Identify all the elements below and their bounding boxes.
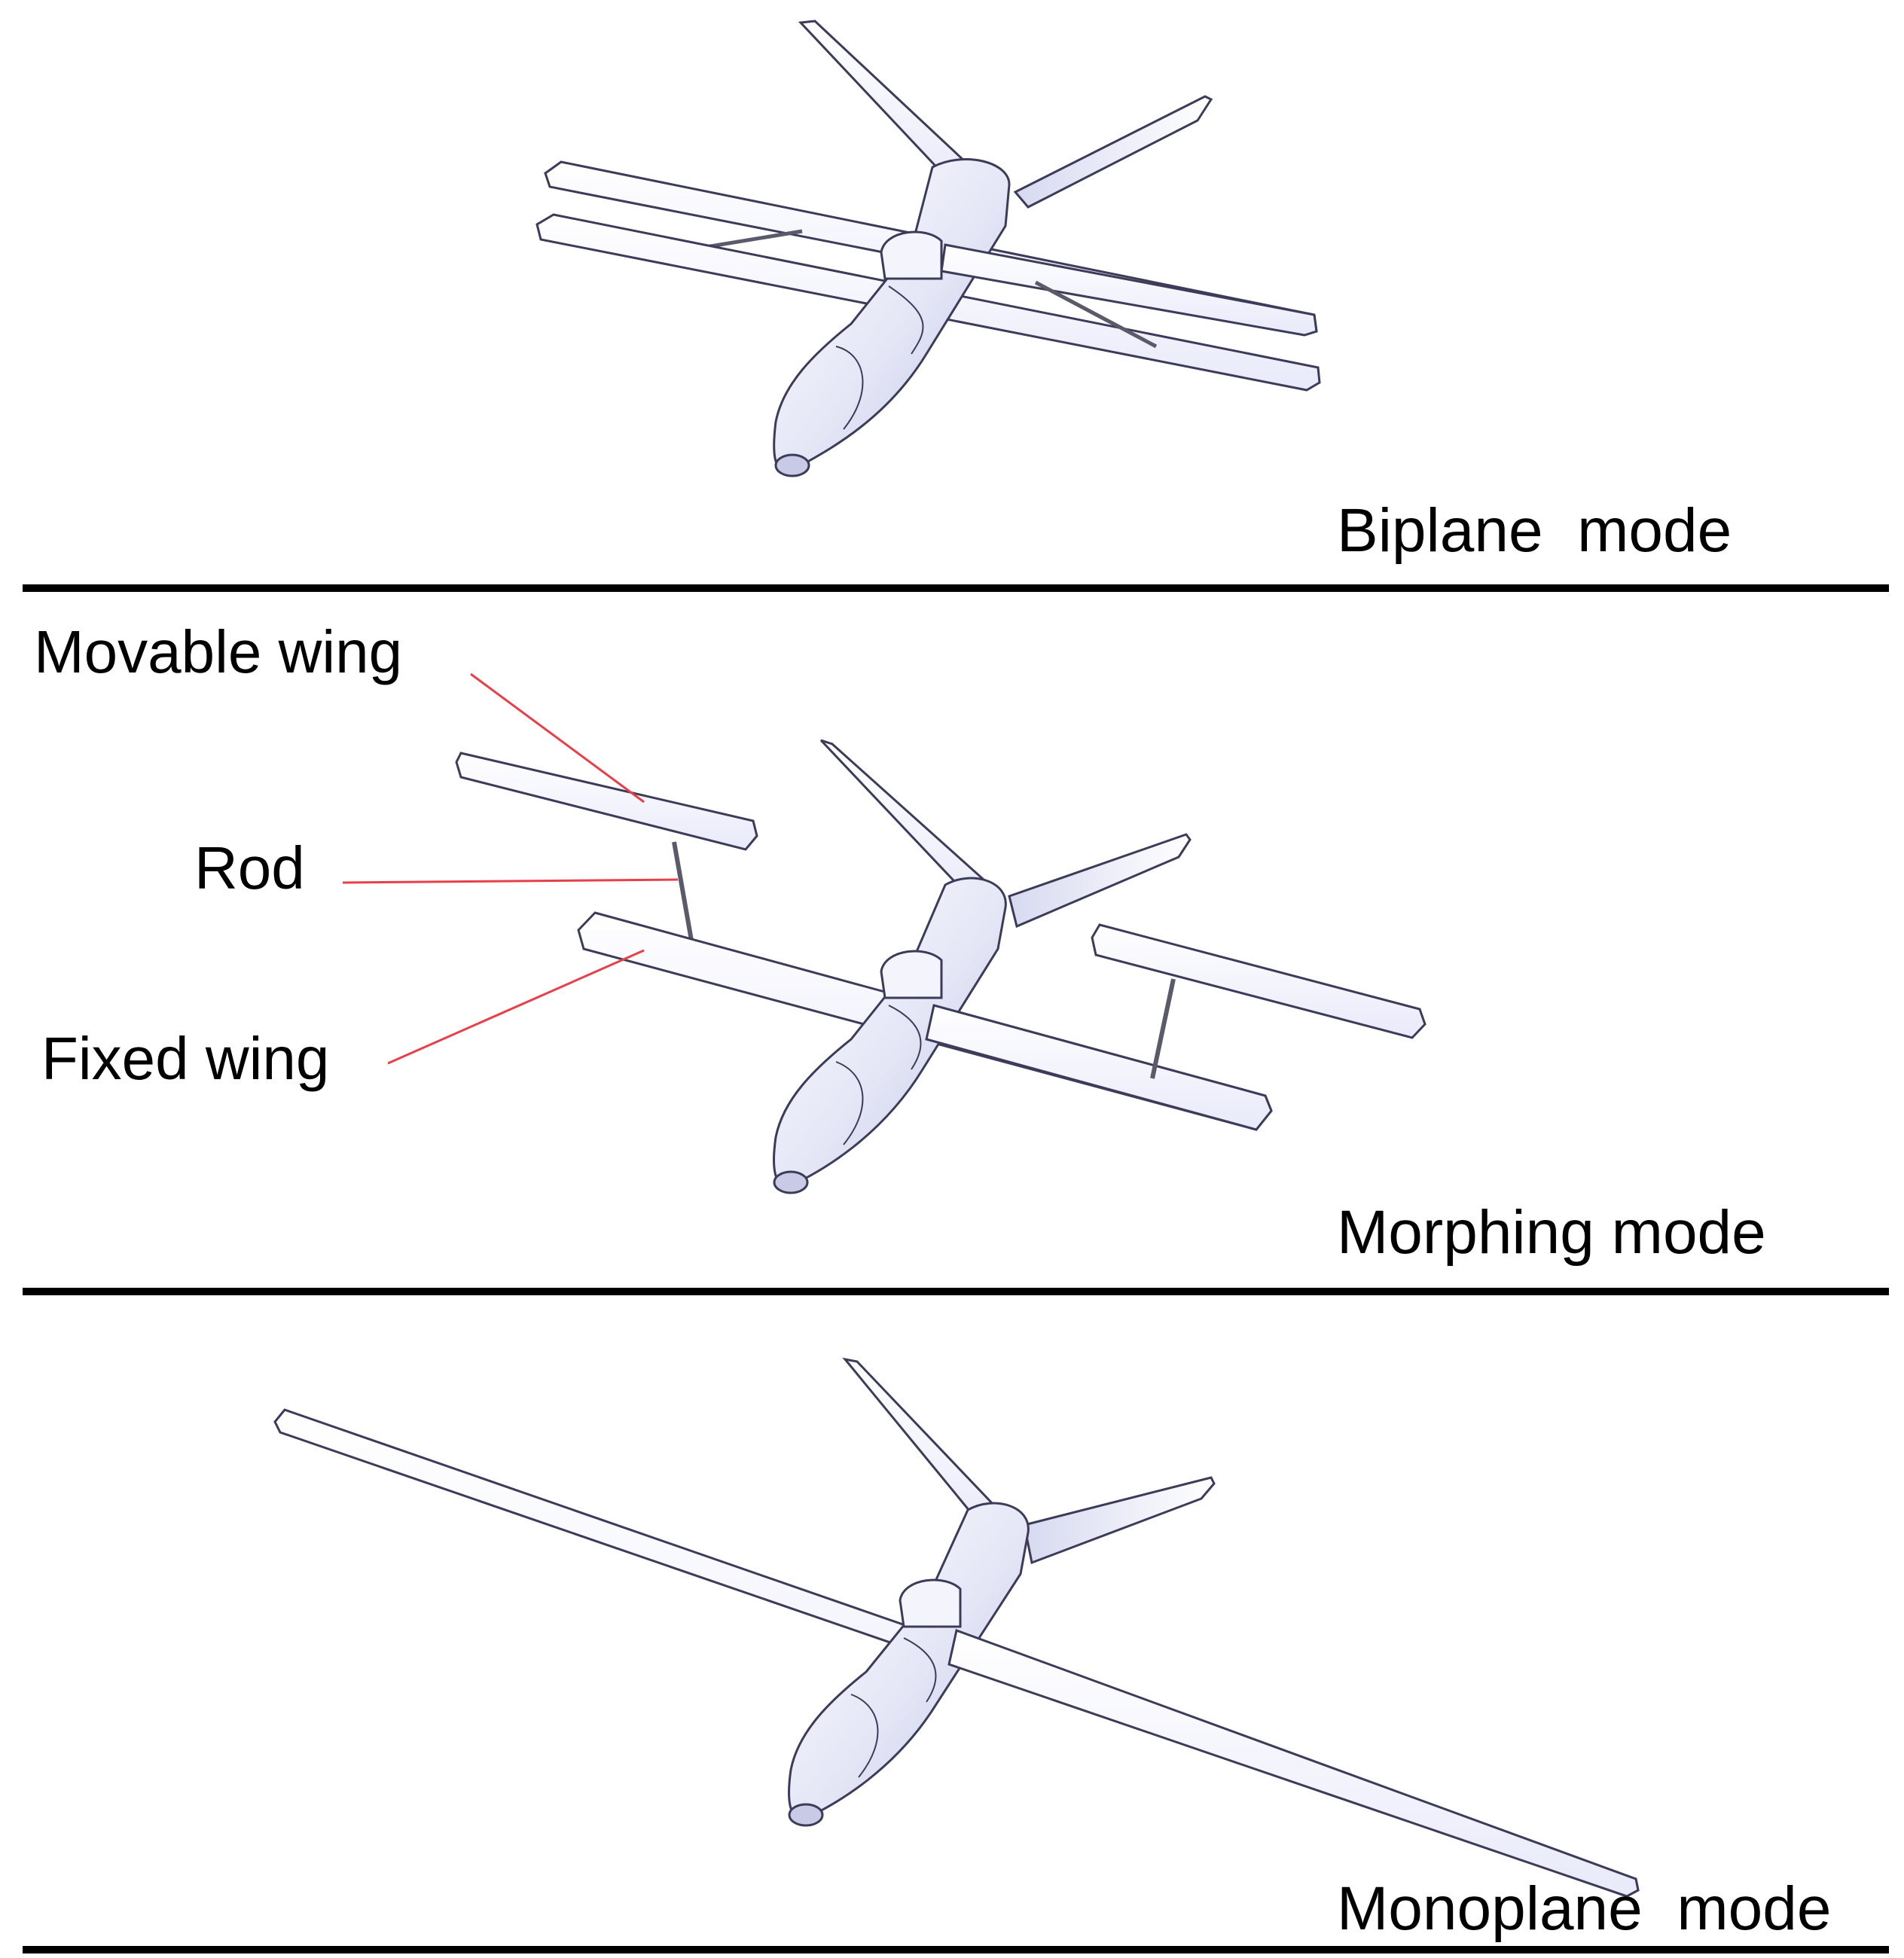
- movable-wing-left: [455, 752, 758, 851]
- divider-morphing: [23, 1288, 1889, 1295]
- fixed-wing-right: [925, 1004, 1273, 1131]
- biplane-mode-label: Biplane mode: [1337, 496, 1732, 565]
- morphing-fuselage-seam: [835, 1005, 922, 1145]
- morphing-aircraft: [455, 739, 1426, 1194]
- biplane-aircraft: [536, 20, 1321, 477]
- movable-wing-label: Movable wing: [34, 618, 403, 685]
- rod-left: [672, 841, 695, 950]
- fixed-wing-leader-line: [387, 949, 645, 1065]
- morphing-nose: [773, 1170, 809, 1194]
- monoplane-aircraft: [273, 1357, 1640, 1898]
- biplane-upper-wing-right: [940, 243, 1318, 337]
- monoplane-mode-label: Monoplane mode: [1337, 1874, 1832, 1943]
- monoplane-fuselage-seam: [850, 1637, 937, 1778]
- biplane-fuselage-seam: [835, 285, 924, 430]
- divider-monoplane: [23, 1946, 1889, 1953]
- monoplane-right-tail-fin: [1023, 1476, 1216, 1565]
- biplane-nose: [774, 453, 810, 477]
- morphing-right-tail-fin: [1008, 833, 1192, 929]
- morphing-hump: [880, 950, 943, 999]
- fixed-wing-label: Fixed wing: [41, 1025, 330, 1092]
- monoplane-nose: [788, 1803, 824, 1827]
- rod-right: [1150, 978, 1176, 1079]
- biplane-hump: [880, 230, 943, 280]
- movable-wing-right: [1091, 923, 1426, 1039]
- rod-leader-line: [342, 878, 679, 884]
- right-tail-fin: [1013, 95, 1213, 209]
- morphing-mode-label: Morphing mode: [1337, 1198, 1766, 1267]
- monoplane-hump: [899, 1578, 962, 1628]
- monoplane-wing-right: [947, 1629, 1640, 1898]
- divider-biplane: [23, 584, 1889, 592]
- rod-label: Rod: [194, 834, 305, 901]
- movable-wing-leader-line: [470, 672, 645, 804]
- biplane-strut-right-front: [1034, 280, 1158, 349]
